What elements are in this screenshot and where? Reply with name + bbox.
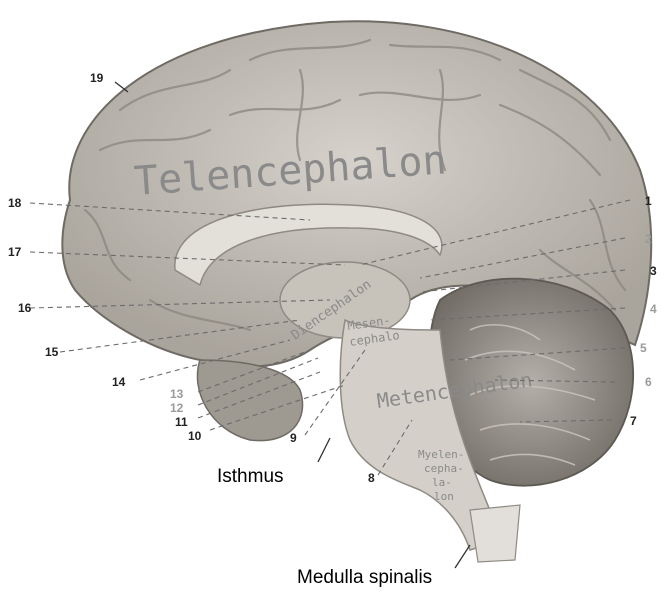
label-num-19: 19	[90, 71, 104, 85]
myelencephalon-label-4: lon	[434, 490, 454, 503]
label-num-15: 15	[45, 345, 59, 359]
label-num-5: 5	[640, 341, 647, 355]
label-num-4: 4	[650, 302, 657, 316]
label-num-13: 13	[170, 387, 184, 401]
label-num-7: 7	[630, 414, 637, 428]
label-num-12: 12	[170, 401, 184, 415]
label-num-6: 6	[645, 375, 652, 389]
label-num-18: 18	[8, 196, 22, 210]
label-num-11: 11	[175, 415, 188, 429]
label-num-14: 14	[112, 375, 126, 389]
myelencephalon-label-3: la-	[432, 476, 452, 489]
label-num-1: 1	[645, 194, 652, 208]
spinal-cord	[470, 505, 520, 562]
label-num-2: 2	[645, 232, 652, 246]
myelencephalon-label-1: Myelen-	[418, 448, 464, 461]
label-num-10: 10	[188, 429, 202, 443]
medulla-spinalis-label: Medulla spinalis	[297, 567, 432, 587]
label-num-16: 16	[18, 301, 32, 315]
label-num-8: 8	[368, 471, 375, 485]
myelencephalon-label-2: cepha-	[424, 462, 464, 475]
isthmus-label: Isthmus	[217, 466, 284, 487]
label-num-9: 9	[290, 431, 297, 445]
label-num-17: 17	[8, 245, 22, 259]
label-num-3: 3	[650, 264, 657, 278]
